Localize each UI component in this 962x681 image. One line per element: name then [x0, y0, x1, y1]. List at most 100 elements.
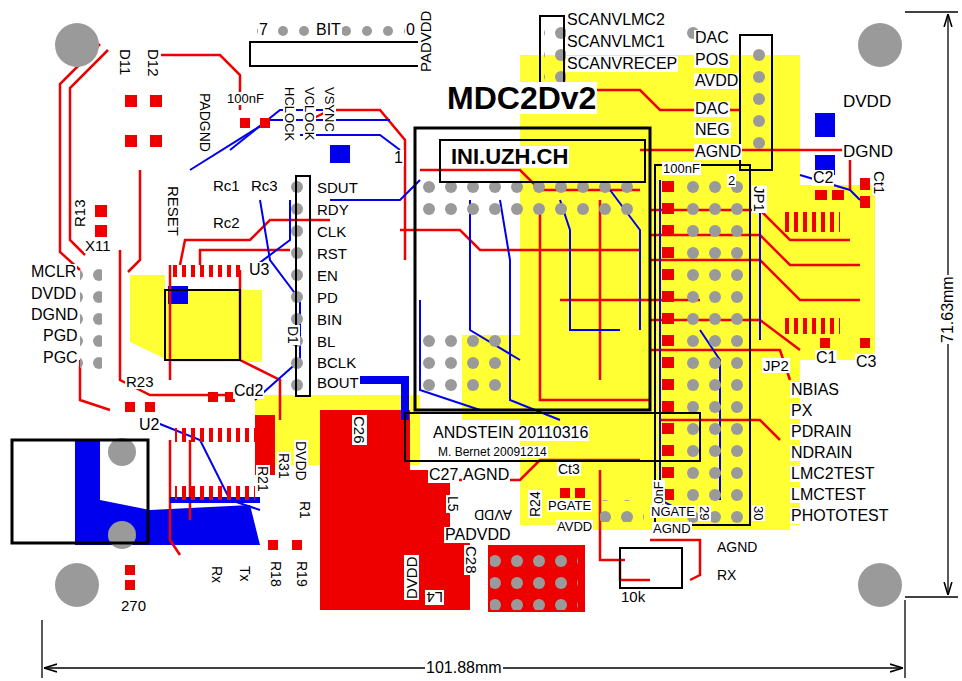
- silkscreen-label: 270: [120, 598, 147, 613]
- silkscreen-label: AVDD: [694, 73, 739, 89]
- pad-grid: [748, 44, 770, 154]
- silkscreen-label: C27: [428, 467, 459, 483]
- silkscreen-label: PADGND: [198, 92, 212, 153]
- silkscreen-label: C28: [464, 545, 479, 575]
- blue-trace: [150, 420, 260, 510]
- pad-grid: [660, 176, 682, 506]
- copper-pour-blue: [75, 440, 260, 545]
- smd-pad: [208, 392, 218, 402]
- red-trace: [400, 230, 640, 250]
- silkscreen-label: R21: [256, 465, 270, 493]
- silkscreen-label: AVDD: [473, 508, 513, 522]
- silkscreen-label: Ct1: [872, 170, 887, 195]
- smd-pad: [820, 338, 830, 348]
- pad-grid: [170, 265, 240, 277]
- smd-pad: [95, 205, 107, 217]
- smd-pad: [815, 190, 827, 200]
- smd-pad: [575, 488, 585, 498]
- red-trace: [169, 265, 172, 380]
- copper-pour-blue: [75, 113, 835, 545]
- smd-pad: [150, 95, 162, 107]
- silkscreen-label: R13: [72, 198, 87, 228]
- pad-grid: [80, 264, 102, 374]
- red-trace: [540, 210, 650, 400]
- silkscreen-label: AVDD: [556, 520, 593, 533]
- silkscreen-label: NDRAIN: [790, 445, 853, 461]
- pad-grid: [780, 318, 840, 334]
- copper-pour-blue: [815, 113, 835, 137]
- mounting-hole: [55, 23, 99, 67]
- component-outline: [620, 548, 682, 588]
- silkscreen-label: RST: [316, 246, 348, 261]
- dimension-line: [905, 11, 958, 12]
- dimension-line: [42, 12, 958, 678]
- smd-pad: [125, 402, 135, 412]
- silkscreen-label: SDUT: [316, 180, 359, 195]
- mounting-hole: [55, 23, 902, 607]
- copper-pour-red: [488, 545, 585, 612]
- silkscreen-label: PGATE: [547, 499, 592, 512]
- pad-grid: [544, 22, 566, 88]
- silkscreen-label: VSYNC: [323, 86, 336, 133]
- smd-pad: [95, 225, 107, 237]
- silkscreen-label: AGND: [716, 540, 758, 554]
- smd-pad: [860, 338, 870, 348]
- pad-grid: [490, 550, 578, 610]
- silkscreen-label: C3: [855, 354, 877, 370]
- silkscreen-label: R19: [295, 560, 309, 588]
- red-trace: [620, 560, 650, 580]
- smd-pad: [268, 540, 278, 550]
- silkscreen-label: RDY: [316, 202, 350, 217]
- copper-pour-yellow: [130, 275, 262, 362]
- smd-pad: [150, 135, 162, 147]
- silkscreen-label: LMC2TEST: [790, 466, 876, 482]
- silkscreen-label: INI.UZH.CH: [450, 146, 569, 168]
- component-outline: [655, 165, 750, 525]
- smd-pad: [292, 540, 302, 550]
- smd-pad: [260, 118, 270, 128]
- silkscreen-label: C2: [812, 170, 834, 186]
- smd-pad: [125, 135, 137, 147]
- silkscreen-label: CLK: [316, 224, 347, 239]
- silkscreen-label: PHOTOTEST: [790, 508, 890, 524]
- copper-pour-blue: [330, 145, 350, 163]
- silkscreen-label: MCLR: [30, 264, 77, 280]
- silkscreen-label: 100nF: [226, 92, 265, 105]
- silkscreen-label: PADVDD: [418, 10, 433, 73]
- silkscreen-label: PADVDD: [444, 527, 512, 543]
- silkscreen-label: LMCTEST: [790, 487, 867, 503]
- pad-grid: [175, 486, 255, 500]
- smd-pad: [560, 488, 570, 498]
- silkscreen-label: JP2: [762, 358, 790, 373]
- silkscreen-label: SCANVLMC1: [566, 34, 666, 50]
- silkscreen-label: DVDD: [30, 286, 77, 302]
- silkscreen-label: Rx: [210, 565, 224, 584]
- mounting-hole: [55, 563, 99, 607]
- silkscreen-label: DGND: [30, 307, 79, 323]
- pad-grid: [780, 212, 840, 232]
- silkscreen-label: NGATE: [650, 505, 696, 518]
- blue-trace: [500, 200, 560, 420]
- silkscreen-label: JP1: [752, 185, 767, 213]
- component-outline: [415, 128, 650, 410]
- red-trace: [189, 440, 192, 520]
- silkscreen-label: NEG: [694, 122, 731, 138]
- red-trace: [60, 44, 100, 270]
- smd-pad: [832, 190, 844, 200]
- smd-pad: [145, 402, 155, 412]
- silkscreen-label: D1: [286, 325, 300, 345]
- silkscreen-label: X11: [84, 238, 112, 253]
- silkscreen-label: DGND: [842, 143, 894, 160]
- silkscreen-label: HCLOCK: [283, 86, 296, 142]
- dimension-line: [905, 596, 958, 597]
- silkscreen-label: SCANVRECEP: [566, 56, 678, 72]
- silkscreen-label: Rc1: [212, 178, 241, 193]
- red-trace: [200, 250, 290, 265]
- silkscreen-label: AGND: [652, 522, 692, 535]
- silkscreen-label: C26: [352, 415, 367, 445]
- pad-grid: [252, 21, 420, 42]
- smd-pad: [125, 565, 135, 575]
- silkscreen-label: R24: [528, 490, 542, 518]
- silkscreen-label: DVDD: [842, 93, 892, 110]
- silkscreen-label: BIN: [316, 312, 343, 327]
